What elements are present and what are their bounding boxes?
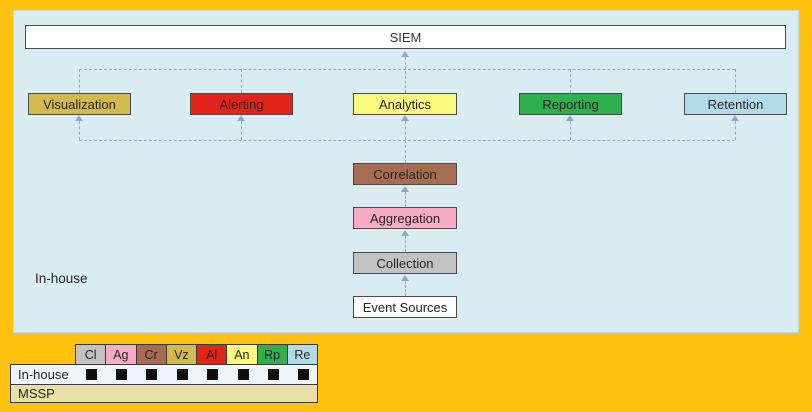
arrowhead-icon <box>401 186 409 192</box>
arrowhead-icon <box>237 115 245 121</box>
function-label: Visualization <box>43 96 116 112</box>
dashed-stub-top-alerting <box>241 69 242 93</box>
function-label: Retention <box>707 96 764 112</box>
coverage-cell <box>289 365 319 384</box>
legend-abbr: Rp <box>264 347 281 362</box>
legend-header-cell-cr: Cr <box>135 344 167 365</box>
in-house-annotation: In-house <box>35 271 88 286</box>
dashed-stub-bottom-retention <box>735 121 736 140</box>
legend-header-cell-an: An <box>226 344 258 365</box>
legend-abbr: Al <box>206 347 218 362</box>
pipeline-label: Collection <box>376 255 434 271</box>
pipeline-box-aggregation: Aggregation <box>353 207 457 229</box>
legend-abbr: Vz <box>174 347 189 362</box>
coverage-cell <box>198 365 228 384</box>
legend-abbr: Re <box>294 347 311 362</box>
dashed-stub-top-visualization <box>79 69 80 93</box>
coverage-square <box>237 369 249 380</box>
pipeline-label: Aggregation <box>369 210 441 226</box>
function-box-retention: Retention <box>684 93 787 115</box>
legend-header-cell-rp: Rp <box>256 344 288 365</box>
coverage-square <box>85 369 97 380</box>
function-box-analytics: Analytics <box>353 93 457 115</box>
arrowhead-icon <box>75 115 83 121</box>
dashed-connector-correlation-to-bus <box>405 140 406 163</box>
legend-abbr: Cl <box>84 347 97 362</box>
function-box-visualization: Visualization <box>28 93 131 115</box>
legend-abbr: An <box>234 347 250 362</box>
legend-header-cell-ag: Ag <box>105 344 137 365</box>
coverage-square <box>207 369 219 380</box>
siem-label: SIEM <box>389 29 422 45</box>
dashed-stub-bottom-reporting <box>570 121 571 140</box>
legend-header-cell-re: Re <box>286 344 318 365</box>
pipeline-label: Event Sources <box>362 299 448 315</box>
coverage-square <box>116 369 128 380</box>
dashed-connector-collection-to-aggregation <box>405 236 406 252</box>
legend-header-cell-vz: Vz <box>165 344 197 365</box>
pipeline-label: Correlation <box>373 166 437 182</box>
legend-row-mssp: MSSP <box>10 384 318 403</box>
arrowhead-icon <box>731 115 739 121</box>
pipeline-box-event-sources: Event Sources <box>353 296 457 318</box>
arrowhead-icon <box>401 115 409 121</box>
dashed-stub-top-retention <box>735 69 736 93</box>
pipeline-box-collection: Collection <box>353 252 457 274</box>
coverage-cell <box>137 365 167 384</box>
function-box-reporting: Reporting <box>519 93 622 115</box>
dashed-stub-bottom-alerting <box>241 121 242 140</box>
coverage-cell <box>76 365 106 384</box>
coverage-cell <box>258 365 288 384</box>
dashed-bus-top <box>79 69 735 70</box>
dashed-connector-eventsources-to-collection <box>405 281 406 296</box>
arrowhead-icon <box>401 230 409 236</box>
coverage-square <box>176 369 188 380</box>
legend-abbr: Cr <box>144 347 158 362</box>
coverage-square <box>267 369 279 380</box>
dashed-stub-top-reporting <box>570 69 571 93</box>
coverage-cell <box>167 365 197 384</box>
dashed-connector-analytics-to-siem <box>405 57 406 93</box>
legend-row-label: MSSP <box>18 386 55 401</box>
legend-header-cell-al: Al <box>196 344 228 365</box>
dashed-bus-bottom <box>79 140 735 141</box>
pipeline-box-correlation: Correlation <box>353 163 457 185</box>
coverage-squares <box>76 365 319 384</box>
function-label: Alerting <box>219 96 264 112</box>
function-label: Reporting <box>542 96 599 112</box>
function-label: Analytics <box>378 96 432 112</box>
legend-row-label: In-house <box>18 367 69 382</box>
coverage-square <box>146 369 158 380</box>
arrowhead-icon <box>566 115 574 121</box>
function-box-alerting: Alerting <box>190 93 293 115</box>
dashed-connector-aggregation-to-correlation <box>405 192 406 207</box>
dashed-stub-bottom-visualization <box>79 121 80 140</box>
coverage-cell <box>106 365 136 384</box>
coverage-square <box>298 369 310 380</box>
siem-box: SIEM <box>25 25 786 49</box>
legend-header-row: Cl Ag Cr Vz Al An Rp Re <box>75 344 318 365</box>
legend-header-cell-cl: Cl <box>75 344 107 365</box>
coverage-cell <box>228 365 258 384</box>
legend-abbr: Ag <box>113 347 129 362</box>
legend-row-in-house: In-house <box>10 364 318 385</box>
arrowhead-icon <box>401 51 409 57</box>
arrowhead-icon <box>401 275 409 281</box>
dashed-stub-bottom-analytics <box>405 121 406 140</box>
